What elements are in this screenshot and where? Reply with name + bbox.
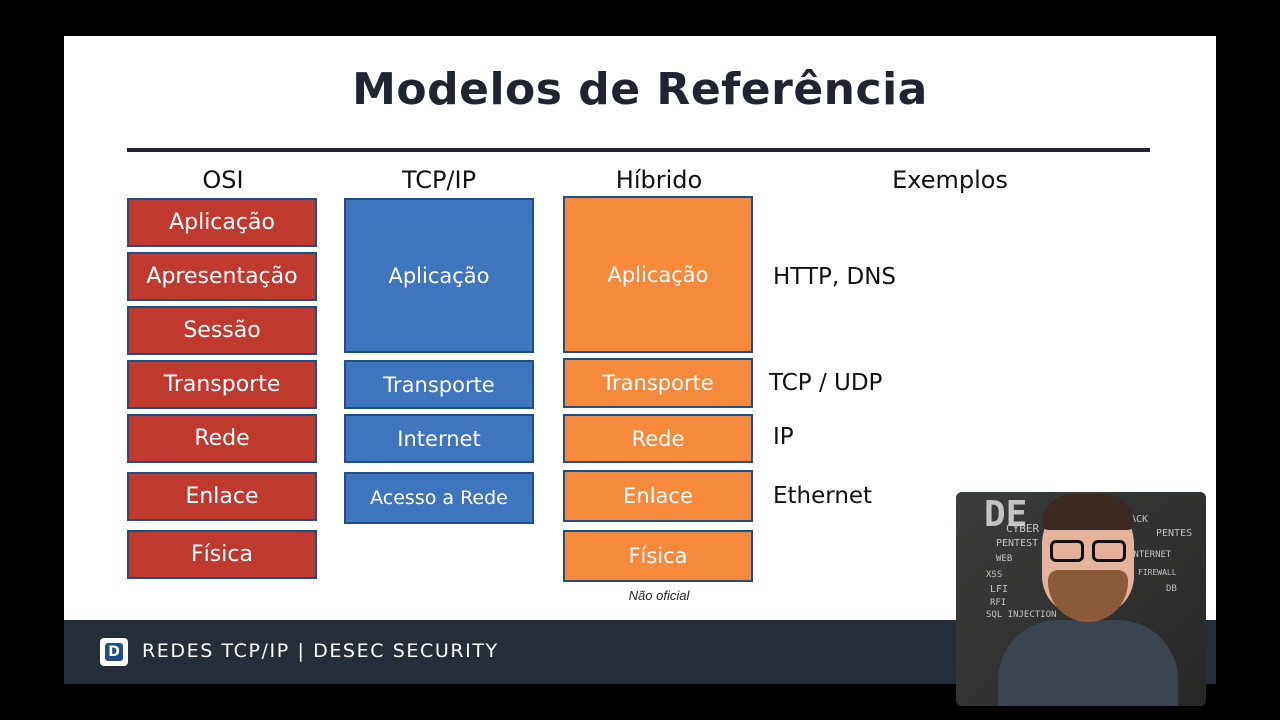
- osi-layer-transport: Transporte: [127, 360, 317, 409]
- presenter-webcam: DE CYBER PENTEST TACK PENTES INTERNET WE…: [956, 492, 1206, 706]
- osi-layer-physical: Física: [127, 530, 317, 579]
- osi-layer-session: Sessão: [127, 306, 317, 355]
- board-word: WEB: [996, 554, 1013, 564]
- board-word: LFI: [990, 584, 1009, 595]
- slide-title: Modelos de Referência: [352, 64, 928, 115]
- hybrid-layer-datalink: Enlace: [563, 470, 753, 522]
- example-network: IP: [773, 424, 794, 450]
- example-transport: TCP / UDP: [769, 370, 883, 396]
- board-word: FIREWALL: [1138, 568, 1177, 577]
- glasses-icon: [1048, 540, 1128, 562]
- example-application: HTTP, DNS: [773, 264, 896, 290]
- board-word: RFI: [990, 598, 1007, 608]
- board-word: DB: [1166, 584, 1177, 594]
- board-word: XSS: [986, 570, 1003, 580]
- hybrid-layer-transport: Transporte: [563, 358, 753, 408]
- tcpip-layer-network-access: Acesso a Rede: [344, 472, 534, 524]
- board-word: INTERNET: [1128, 550, 1172, 560]
- desec-logo-icon: D: [100, 638, 128, 666]
- osi-layer-network: Rede: [127, 414, 317, 463]
- title-divider: [127, 148, 1150, 152]
- logo-letter: D: [105, 643, 123, 661]
- board-word: SQL INJECTION: [986, 610, 1057, 620]
- tcpip-layer-internet: Internet: [344, 414, 534, 463]
- board-word: TACK: [1124, 514, 1149, 525]
- column-heading-hybrid: Híbrido: [615, 166, 703, 194]
- board-word: PENTEST: [996, 538, 1039, 549]
- example-datalink: Ethernet: [773, 483, 873, 509]
- presenter-torso: [998, 620, 1178, 706]
- column-heading-tcpip: TCP/IP: [401, 166, 477, 194]
- presenter-hair: [1042, 494, 1134, 530]
- presentation-slide: Modelos de Referência OSI TCP/IP Híbrido…: [64, 36, 1216, 684]
- osi-layer-application: Aplicação: [127, 198, 317, 247]
- hybrid-unofficial-note: Não oficial: [628, 588, 690, 603]
- board-word: PENTES: [1156, 528, 1193, 539]
- hybrid-layer-network: Rede: [563, 414, 753, 463]
- osi-layer-presentation: Apresentação: [127, 252, 317, 301]
- hybrid-layer-application: Aplicação: [563, 196, 753, 353]
- footer-course-title: REDES TCP/IP | DESEC SECURITY: [142, 640, 499, 662]
- tcpip-layer-transport: Transporte: [344, 360, 534, 409]
- column-heading-examples: Exemplos: [892, 166, 1008, 194]
- board-word: DE: [984, 494, 1028, 535]
- board-word: CYBER: [1006, 522, 1040, 535]
- column-heading-osi: OSI: [202, 166, 244, 194]
- hybrid-layer-physical: Física: [563, 530, 753, 582]
- osi-layer-datalink: Enlace: [127, 472, 317, 521]
- tcpip-layer-application: Aplicação: [344, 198, 534, 353]
